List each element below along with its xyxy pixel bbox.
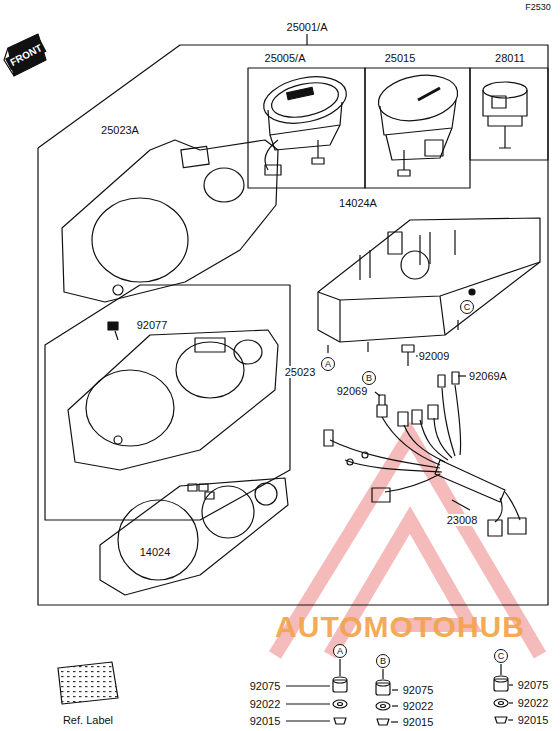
meter-box xyxy=(248,68,365,188)
callout-number: 23008 xyxy=(446,514,479,526)
reference-letter: B xyxy=(376,654,390,668)
callout-number: 92075 xyxy=(517,679,550,691)
callout-number: 92022 xyxy=(402,700,435,712)
speedometer xyxy=(259,70,350,175)
callout-number: 25015 xyxy=(384,52,417,64)
reference-letter: B xyxy=(362,371,376,385)
grommet xyxy=(286,659,347,724)
callout-number: 14024 xyxy=(139,546,172,558)
callout-number: 28011 xyxy=(494,52,526,64)
meter-cover xyxy=(62,140,278,302)
wire-harness xyxy=(324,385,526,536)
tachometer xyxy=(375,69,461,176)
reference-letter: A xyxy=(321,357,335,371)
figure-code: F2530 xyxy=(524,3,552,13)
reference-label-text: Ref. Label xyxy=(62,714,114,726)
meter-panel xyxy=(68,322,278,470)
callout-number: 92015 xyxy=(517,714,550,726)
meter-box xyxy=(365,68,470,188)
meter-box xyxy=(470,68,548,160)
callout-number: 25005/A xyxy=(264,52,307,64)
screw xyxy=(402,345,414,366)
callout-number: 25023 xyxy=(284,366,317,378)
reference-letter: C xyxy=(494,649,508,663)
grommet xyxy=(376,669,398,725)
callout-number: 25023A xyxy=(100,124,140,136)
meter-unit xyxy=(483,82,527,148)
reference-letter: A xyxy=(333,644,347,658)
callout-number: 92075 xyxy=(402,684,435,696)
callout-number: 92022 xyxy=(517,697,550,709)
callout-number: 92069A xyxy=(468,370,508,382)
watermark-logo xyxy=(275,435,540,655)
callout-number: 92015 xyxy=(402,716,435,728)
watermark: AUTOMOTOHUB xyxy=(274,610,526,643)
callout-number: 92015 xyxy=(249,715,282,727)
callout-number: 92069 xyxy=(336,385,369,397)
reference-letter: C xyxy=(460,300,474,314)
front-marker: FRONT xyxy=(5,40,47,70)
callout-number: 14024A xyxy=(338,197,378,209)
reference-label xyxy=(58,662,118,704)
gasket xyxy=(100,478,288,595)
assembly-bracket xyxy=(38,45,548,605)
callout-number: 25001/A xyxy=(286,21,329,33)
grommet xyxy=(494,664,513,723)
callout-number: 92022 xyxy=(249,698,282,710)
meter-housing xyxy=(318,218,540,353)
callout-number: 92075 xyxy=(249,680,282,692)
callout-number: 92077 xyxy=(136,319,169,331)
callout-number: 92009 xyxy=(418,350,451,362)
